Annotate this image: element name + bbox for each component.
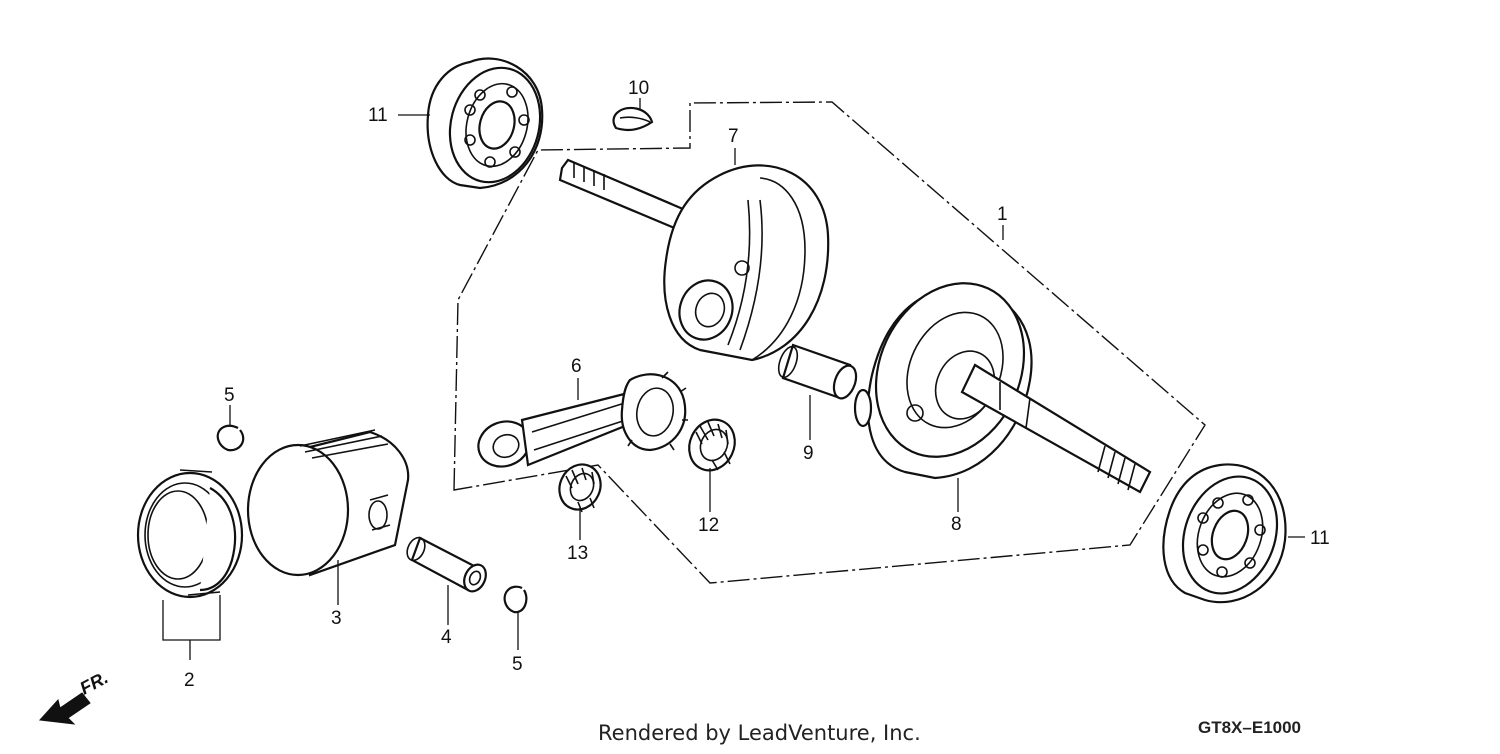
callout-4: 4: [441, 627, 452, 648]
diagram-code: GT8X–E1000: [1198, 718, 1301, 737]
callout-9: 9: [803, 443, 814, 464]
connecting-rod[interactable]: [472, 371, 688, 474]
callout-3: 3: [331, 608, 342, 629]
callout-11-top: 11: [368, 105, 388, 126]
piston-ring-set[interactable]: [136, 469, 244, 599]
crank-pin[interactable]: [775, 343, 860, 401]
callout-5-bottom: 5: [512, 654, 523, 675]
callout-7: 7: [728, 126, 739, 147]
woodruff-key[interactable]: [612, 106, 654, 132]
piston-pin[interactable]: [404, 535, 490, 595]
callout-10: 10: [628, 78, 649, 99]
callout-12: 12: [698, 515, 719, 536]
front-direction-arrow-icon: [38, 692, 91, 725]
callout-13: 13: [567, 543, 588, 564]
crankshaft-left-half[interactable]: [558, 158, 830, 362]
callout-5-top: 5: [224, 385, 235, 406]
callout-6: 6: [571, 356, 582, 377]
callout-8: 8: [951, 514, 962, 535]
ball-bearing-top[interactable]: [426, 57, 553, 193]
piston-pin-clip-bottom[interactable]: [503, 585, 528, 614]
needle-bearing-small[interactable]: [552, 458, 608, 517]
ball-bearing-bottom[interactable]: [1162, 463, 1292, 607]
callout-11-bottom: 11: [1310, 528, 1330, 549]
leader-lines: [162, 98, 1305, 660]
piston-pin-clip-top[interactable]: [216, 424, 245, 452]
render-credit: Rendered by LeadVenture, Inc.: [598, 721, 921, 745]
piston[interactable]: [246, 429, 410, 577]
callout-1: 1: [997, 204, 1008, 225]
crankshaft-right-half[interactable]: [849, 259, 1152, 494]
needle-bearing-large[interactable]: [681, 412, 743, 478]
callout-2: 2: [184, 670, 195, 691]
crankshaft-assembly-outline: [453, 101, 1206, 584]
